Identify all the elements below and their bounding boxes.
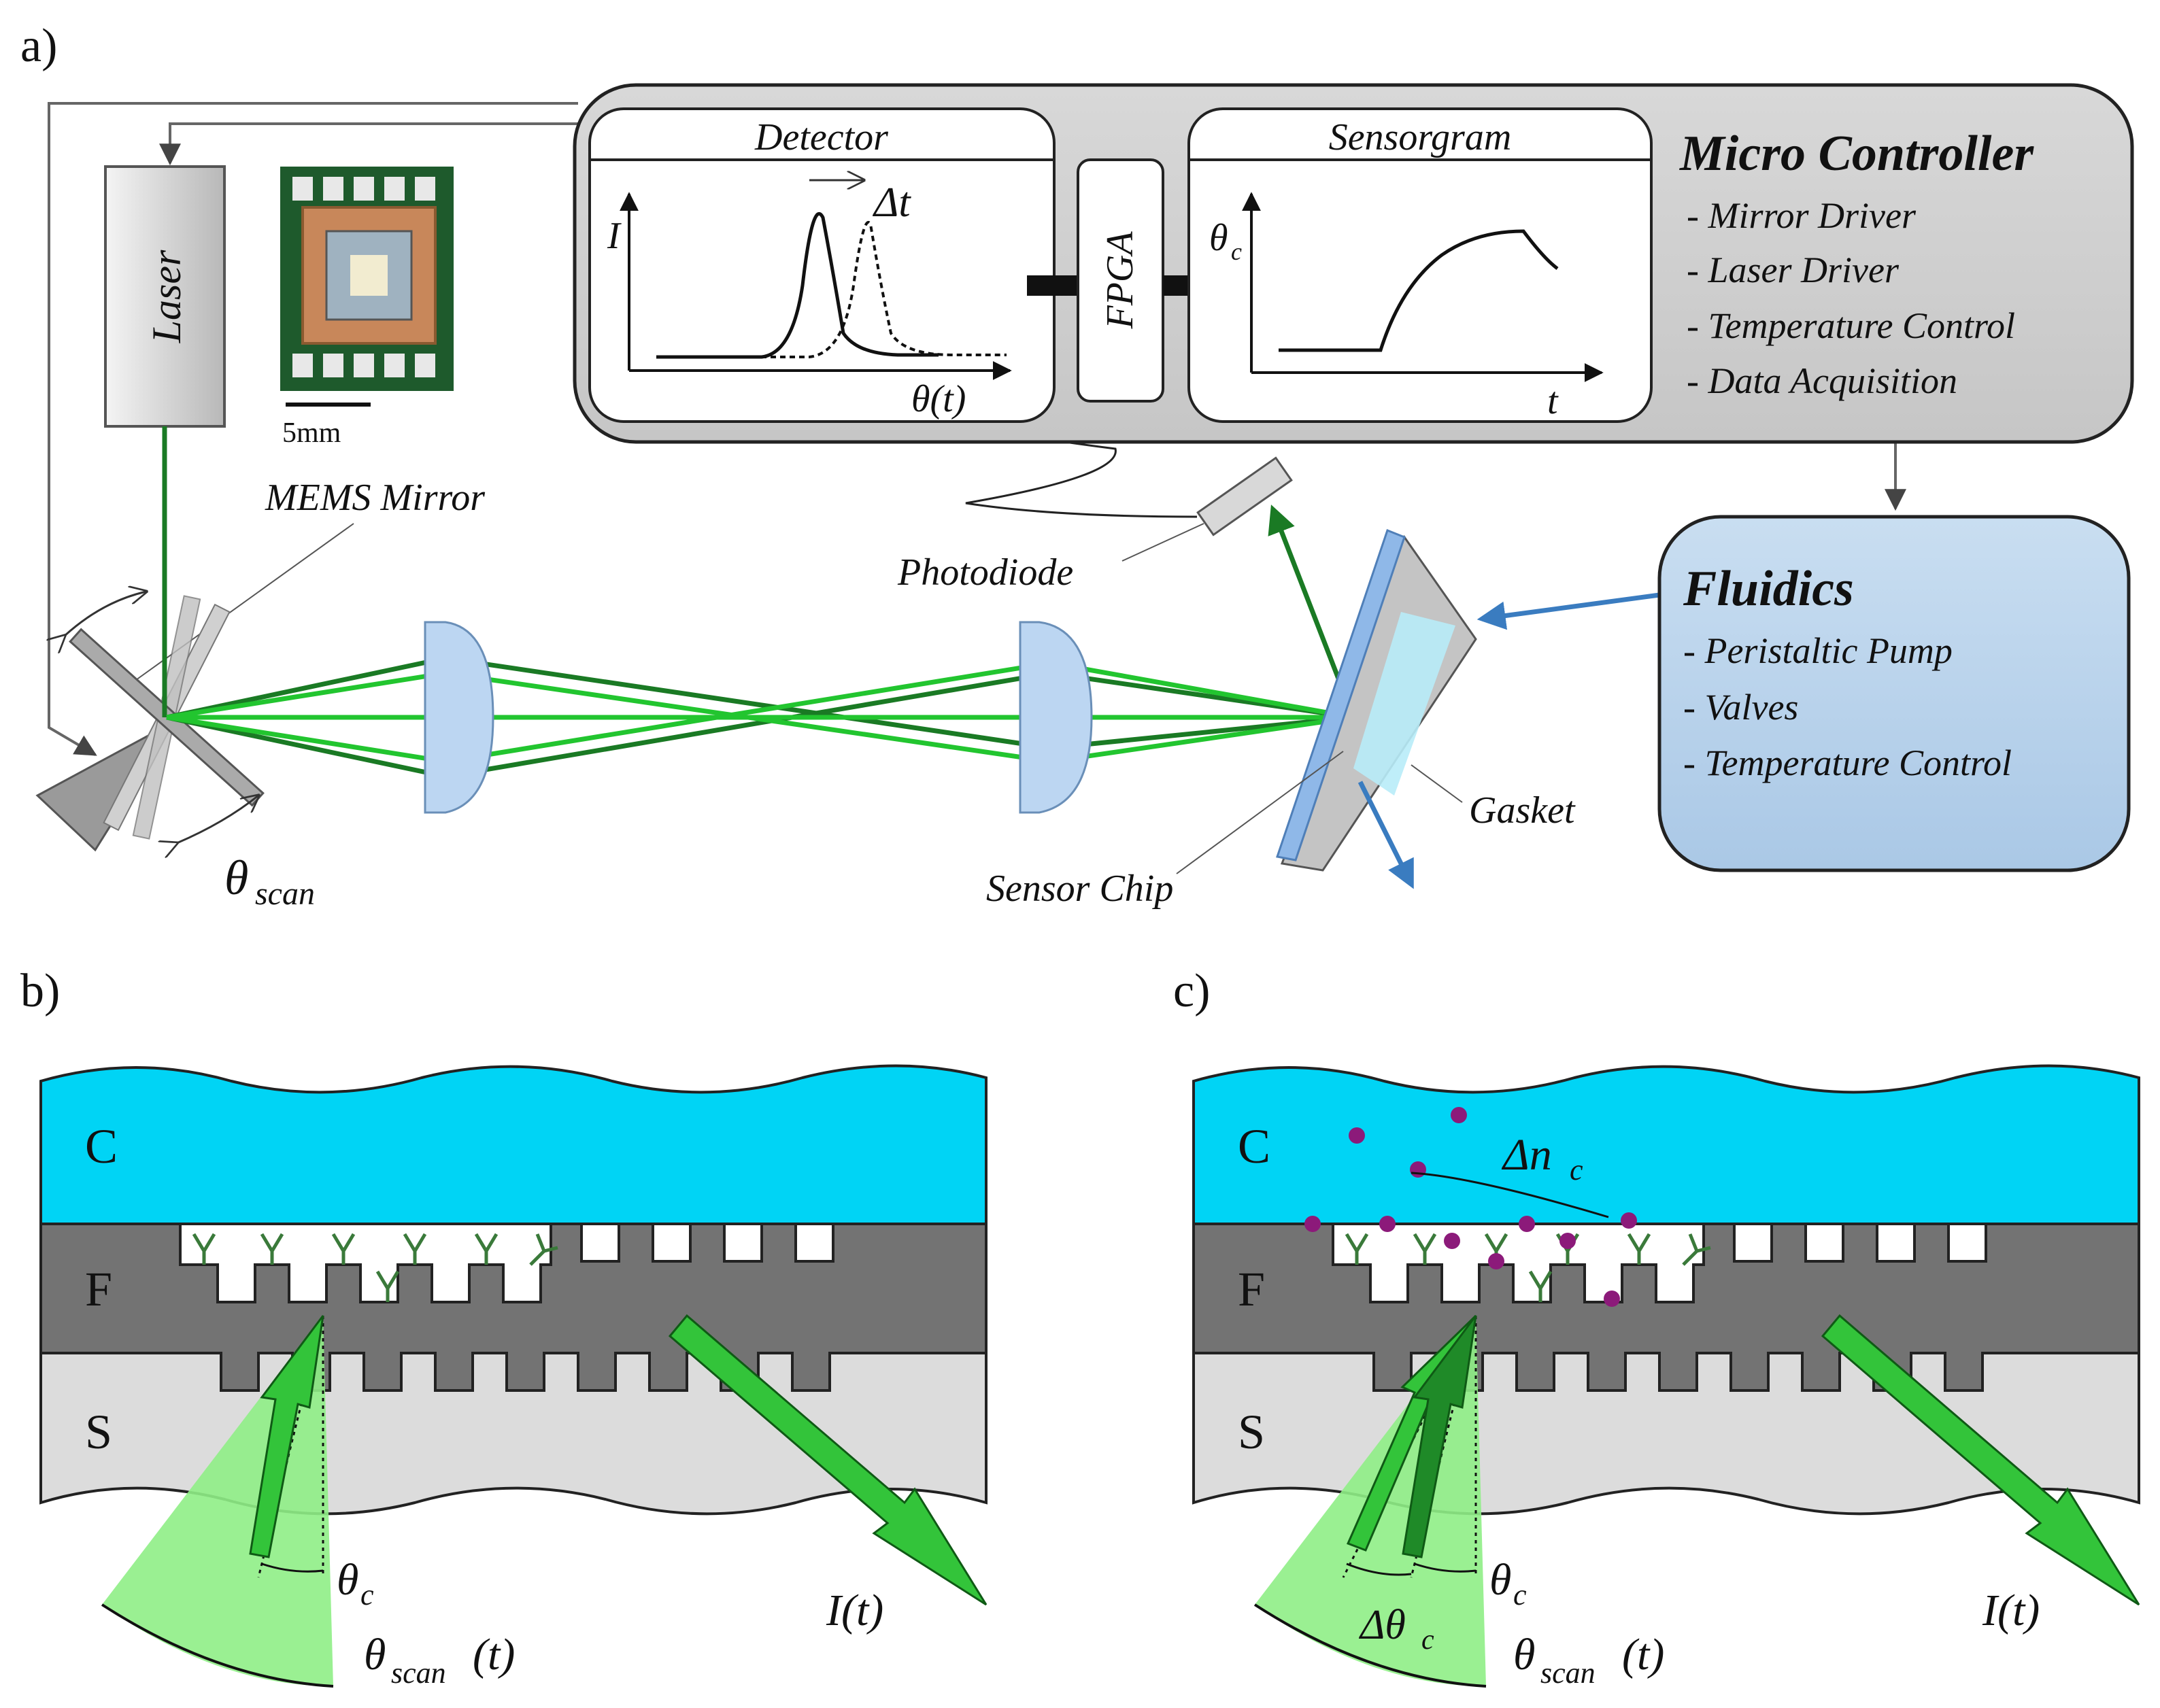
sensor-chip-assembly [1276,529,1660,889]
layer-s-label-c: S [1238,1405,1265,1459]
sensorgram-curve [1279,229,1559,352]
layer-c-label: C [85,1119,118,1174]
scan-arc-b [101,1603,334,1688]
panel-label-b: b) [20,965,60,1017]
detector-peak-dashed [656,221,1007,358]
mc-item-1: - Mirror Driver [1687,195,1917,236]
sensor-chip-label: Sensor Chip [986,868,1173,910]
sensorgram-x-label: t [1547,380,1559,422]
svg-text:θ: θ [337,1555,358,1605]
svg-text:c: c [1570,1153,1583,1186]
sensor-chip-leader [1176,751,1344,874]
mems-photo [280,167,454,391]
laser-beams [162,426,1356,779]
incident-beam-b [249,1315,324,1558]
svg-text:Δθ: Δθ [1358,1602,1406,1648]
photodiode-leader [1121,523,1204,562]
panel-label-c: c) [1173,965,1210,1017]
theta-scan-t-label-c: θ scan (t) [1513,1630,1664,1690]
lens-left [424,621,494,814]
svg-text:(t): (t) [1622,1630,1664,1679]
sensorgram-y-sub: c [1231,238,1242,265]
svg-text:scan: scan [391,1656,446,1690]
outcoupled-beam-c [1821,1314,2140,1606]
detector-y-label: I [607,215,622,257]
svg-text:Δn: Δn [1501,1130,1552,1180]
scale-bar: 5mm [282,403,371,449]
detector-peak-solid [656,212,939,359]
theta-c-label-c: θ c [1489,1555,1527,1611]
svg-text:c: c [1513,1578,1527,1611]
svg-text:θ: θ [224,851,248,905]
sensorgram-y-label: θ [1209,217,1228,259]
mc-item-3: - Temperature Control [1687,305,2015,346]
svg-text:(t): (t) [473,1630,515,1679]
scan-arc-c [1253,1603,1487,1688]
waveguide-b: C F S [39,1064,988,1516]
photodiode [1196,456,1293,536]
sensorgram-title: Sensorgram [1329,116,1512,158]
panel-label-a: a) [20,20,57,72]
outcoupled-beam-b [668,1314,988,1606]
mems-mirror-label: MEMS Mirror [265,477,485,519]
detector-title: Detector [754,116,888,158]
detector-x-label: θ(t) [911,378,966,420]
laser-label: Laser [144,250,189,343]
layer-c-label-c: C [1238,1119,1270,1174]
mc-item-4: - Data Acquisition [1687,360,1957,401]
detector-shift-label: Δt [872,180,911,226]
mc-item-2: - Laser Driver [1687,250,1900,290]
theta-c-arc-b [261,1562,324,1573]
incident-beam-c2 [1402,1315,1477,1558]
svg-text:c: c [1421,1624,1434,1656]
delta-n-leader [1411,1172,1609,1218]
delta-theta-arc-c [1346,1562,1412,1576]
lens-right [1019,621,1093,814]
svg-text:θ: θ [1513,1630,1535,1679]
layer-f-label-c: F [1238,1262,1265,1316]
svg-text:scan: scan [1540,1656,1596,1690]
delta-n-label: Δn c [1501,1130,1583,1186]
gasket-leader [1411,764,1463,803]
mems-mirror [35,592,265,850]
fluidics-item-1: - Peristaltic Pump [1683,630,1953,671]
fpga-label: FPGA [1099,231,1141,330]
svg-text:c: c [360,1578,374,1611]
theta-scan-t-label-b: θ scan (t) [364,1630,515,1690]
layer-s-label: S [85,1405,112,1459]
svg-text:θ: θ [364,1630,386,1679]
fluidics-box [1657,515,2131,872]
theta-c-label-b: θ c [337,1555,374,1611]
fluidics-item-3: - Temperature Control [1683,742,2012,783]
svg-text:scan: scan [255,876,315,912]
intensity-label-b: I(t) [826,1586,883,1635]
gasket-label: Gasket [1469,789,1576,832]
sensorgram-box: Sensorgram θ c t [1187,107,1653,423]
theta-scan-label: θ scan [224,851,315,912]
svg-text:θ: θ [1489,1555,1511,1605]
intensity-label-c: I(t) [1982,1586,2040,1635]
fluidics-item-2: - Valves [1683,687,1798,728]
photodiode-label: Photodiode [897,551,1073,594]
micro-controller-title: Micro Controller [1679,126,2034,182]
analyte-particles [1304,1107,1637,1307]
mems-leader [135,523,354,681]
waveguide-c: C F S [1192,1064,2140,1516]
laser-source: Laser [104,165,226,428]
fluidics-title: Fluidics [1683,561,1854,617]
detector-box: Detector I θ(t) Δt [588,107,1056,423]
theta-c-arc-c [1414,1562,1476,1573]
scale-bar-label: 5mm [282,417,341,449]
layer-f-label: F [85,1262,112,1316]
delta-theta-label-c: Δθ c [1358,1602,1434,1656]
